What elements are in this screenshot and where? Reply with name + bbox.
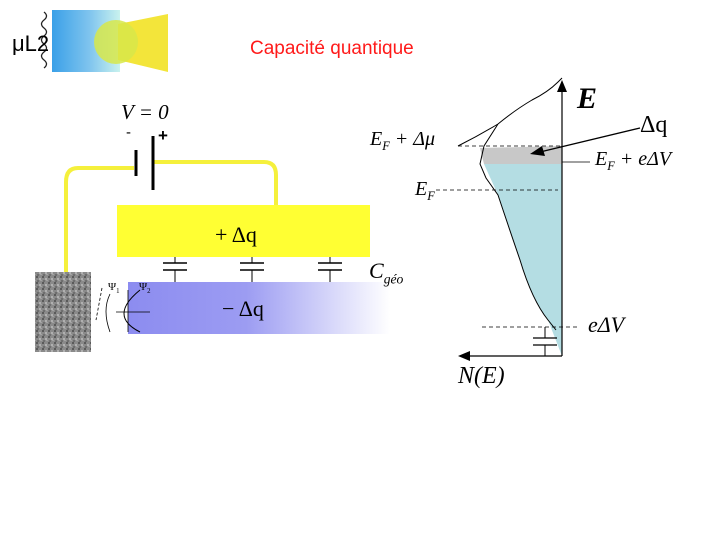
ef-ev-label: EF + eΔV — [595, 148, 672, 173]
negative-charge-label: − Δq — [222, 296, 264, 321]
wavefunction-sketch — [95, 287, 150, 333]
gate-plate — [117, 205, 370, 257]
dos-diagram — [436, 77, 641, 361]
ef-label: EF — [415, 178, 435, 203]
2deg-channel — [128, 282, 390, 334]
psi1-label: Ψ1 — [108, 281, 120, 296]
ef-mu-label: EF + Δμ — [370, 128, 436, 153]
dos-capacitor — [533, 327, 557, 356]
logo-text: μL2 — [12, 31, 50, 56]
psi1-dashed-line — [95, 287, 103, 321]
energy-axis-arrowhead — [557, 80, 567, 92]
dos-axis-label: N(E) — [458, 363, 505, 389]
geometric-capacitors — [163, 257, 342, 282]
psi1-curve — [105, 293, 111, 333]
energy-axis-label: E — [577, 82, 598, 115]
psi2-curve — [123, 289, 141, 333]
dos-curve — [457, 77, 563, 331]
capacitor-3 — [318, 257, 342, 282]
battery-minus-sign: - — [126, 124, 131, 141]
dq-arrow-line — [539, 127, 641, 153]
ohmic-contact — [35, 272, 91, 352]
wire-right — [154, 160, 278, 205]
dos-axis-arrowhead — [458, 351, 470, 361]
circuit — [64, 136, 278, 272]
wire-left — [64, 166, 134, 272]
capacitance-label: Cgéo — [369, 258, 404, 287]
edv-label: eΔV — [588, 312, 625, 337]
page-title: Capacité quantique — [250, 38, 414, 59]
psi2-label: Ψ2 — [139, 281, 151, 296]
dos-grey-band — [480, 146, 562, 164]
dos-filled-region — [484, 164, 562, 356]
logo — [40, 10, 168, 72]
dq-arrowhead — [530, 146, 545, 156]
capacitor-2 — [240, 257, 264, 282]
logo-squiggle — [40, 11, 48, 69]
capacitor-1 — [163, 257, 187, 282]
logo-green-disc — [94, 20, 138, 64]
positive-charge-label: + Δq — [215, 222, 257, 247]
battery-voltage-label: V = 0 — [121, 100, 169, 124]
dq-label: Δq — [640, 112, 668, 138]
battery-plus-sign: + — [158, 126, 168, 145]
